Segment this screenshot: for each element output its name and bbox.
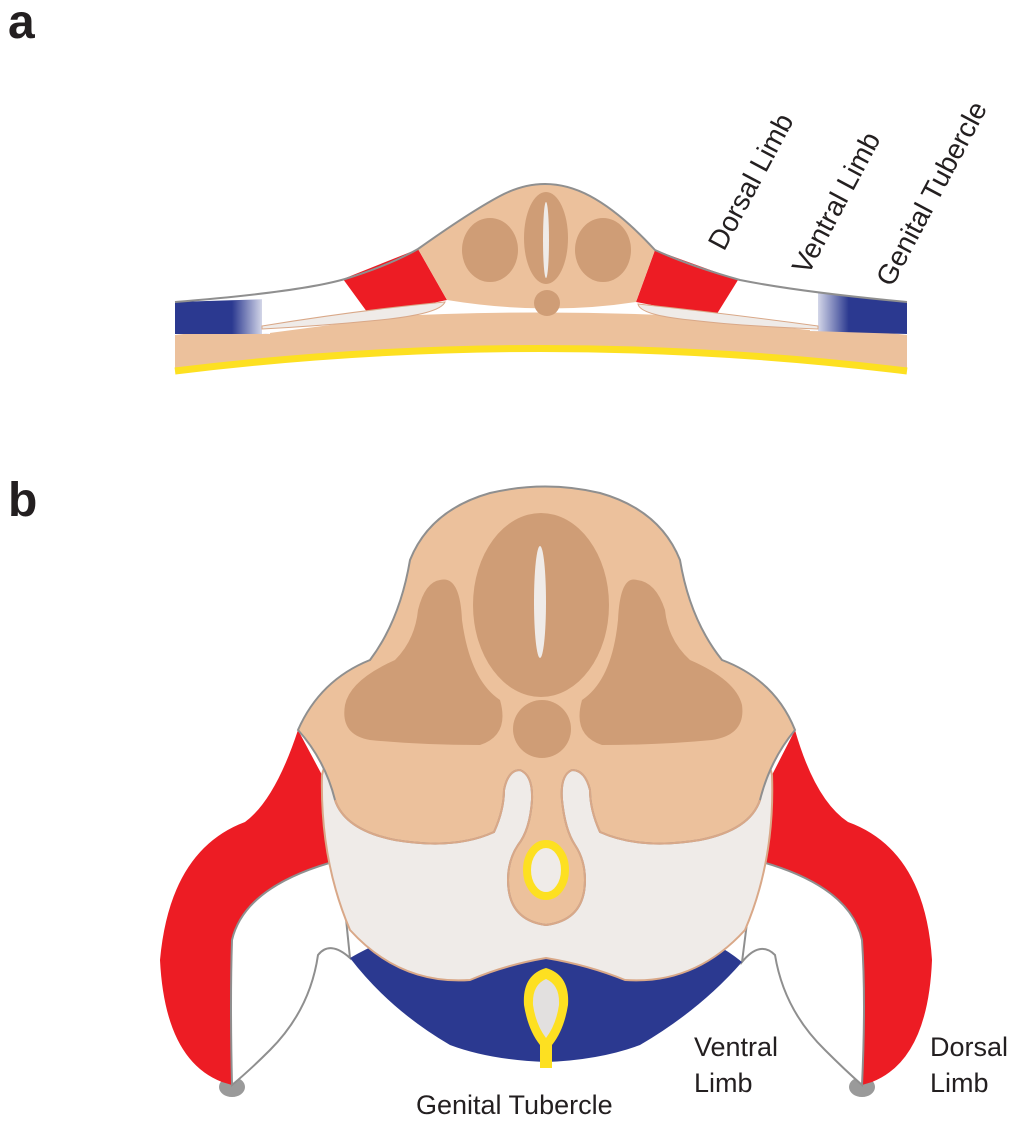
panel-a-left-genital-tubercle-strip [175, 299, 270, 334]
left-somite [344, 579, 503, 745]
left-dorsal-limb [160, 730, 340, 1085]
panel-a-left-dorsal-limb [343, 249, 447, 316]
panel-a-endoderm-line [174, 345, 908, 375]
panel-b: b Genital Tubercle Ventral [8, 474, 1008, 1120]
neural-lumen [534, 546, 546, 658]
hindgut-ring [523, 840, 569, 900]
panel-a-left-coelom [261, 301, 446, 330]
dorsal-limb-label-a: Dorsal Limb [702, 108, 800, 254]
panel-a: a Dorsal Limb Ventral Limb Genital Tuber… [8, 0, 993, 375]
panel-a-left-somite [462, 218, 518, 282]
dorsal-limb-label-b-line2: Limb [930, 1068, 989, 1098]
right-ventral-limb [740, 858, 865, 1088]
panel-a-right-dorsal-limb [636, 250, 738, 317]
dorsal-limb-label-b-line1: Dorsal [930, 1032, 1008, 1062]
ventral-limb-label-b-line2: Limb [694, 1068, 753, 1098]
urethral-lumen [532, 979, 560, 1038]
genital-tubercle-label-a: Genital Tubercle [870, 96, 993, 291]
panel-a-surface-outline [174, 183, 908, 303]
left-ventral-limb [230, 858, 352, 1088]
genital-tubercle-label-b: Genital Tubercle [416, 1090, 613, 1120]
panel-a-right-somite [575, 218, 631, 282]
right-dorsal-limb [755, 730, 932, 1085]
inner-tissue-border [334, 768, 761, 927]
notochord [513, 700, 571, 758]
right-somite [579, 579, 743, 745]
ventral-limb-label-b-line1: Ventral [694, 1032, 778, 1062]
panel-a-right-coelom [637, 303, 819, 330]
panel-a-letter: a [8, 0, 35, 49]
panel-a-neural-lumen [543, 202, 549, 278]
panel-b-letter: b [8, 474, 37, 527]
ventral-limb-label-a: Ventral Limb [786, 127, 886, 279]
panel-a-notochord [534, 290, 560, 316]
panel-a-body-wall [175, 312, 907, 368]
panel-a-right-genital-tubercle-strip [810, 291, 907, 334]
